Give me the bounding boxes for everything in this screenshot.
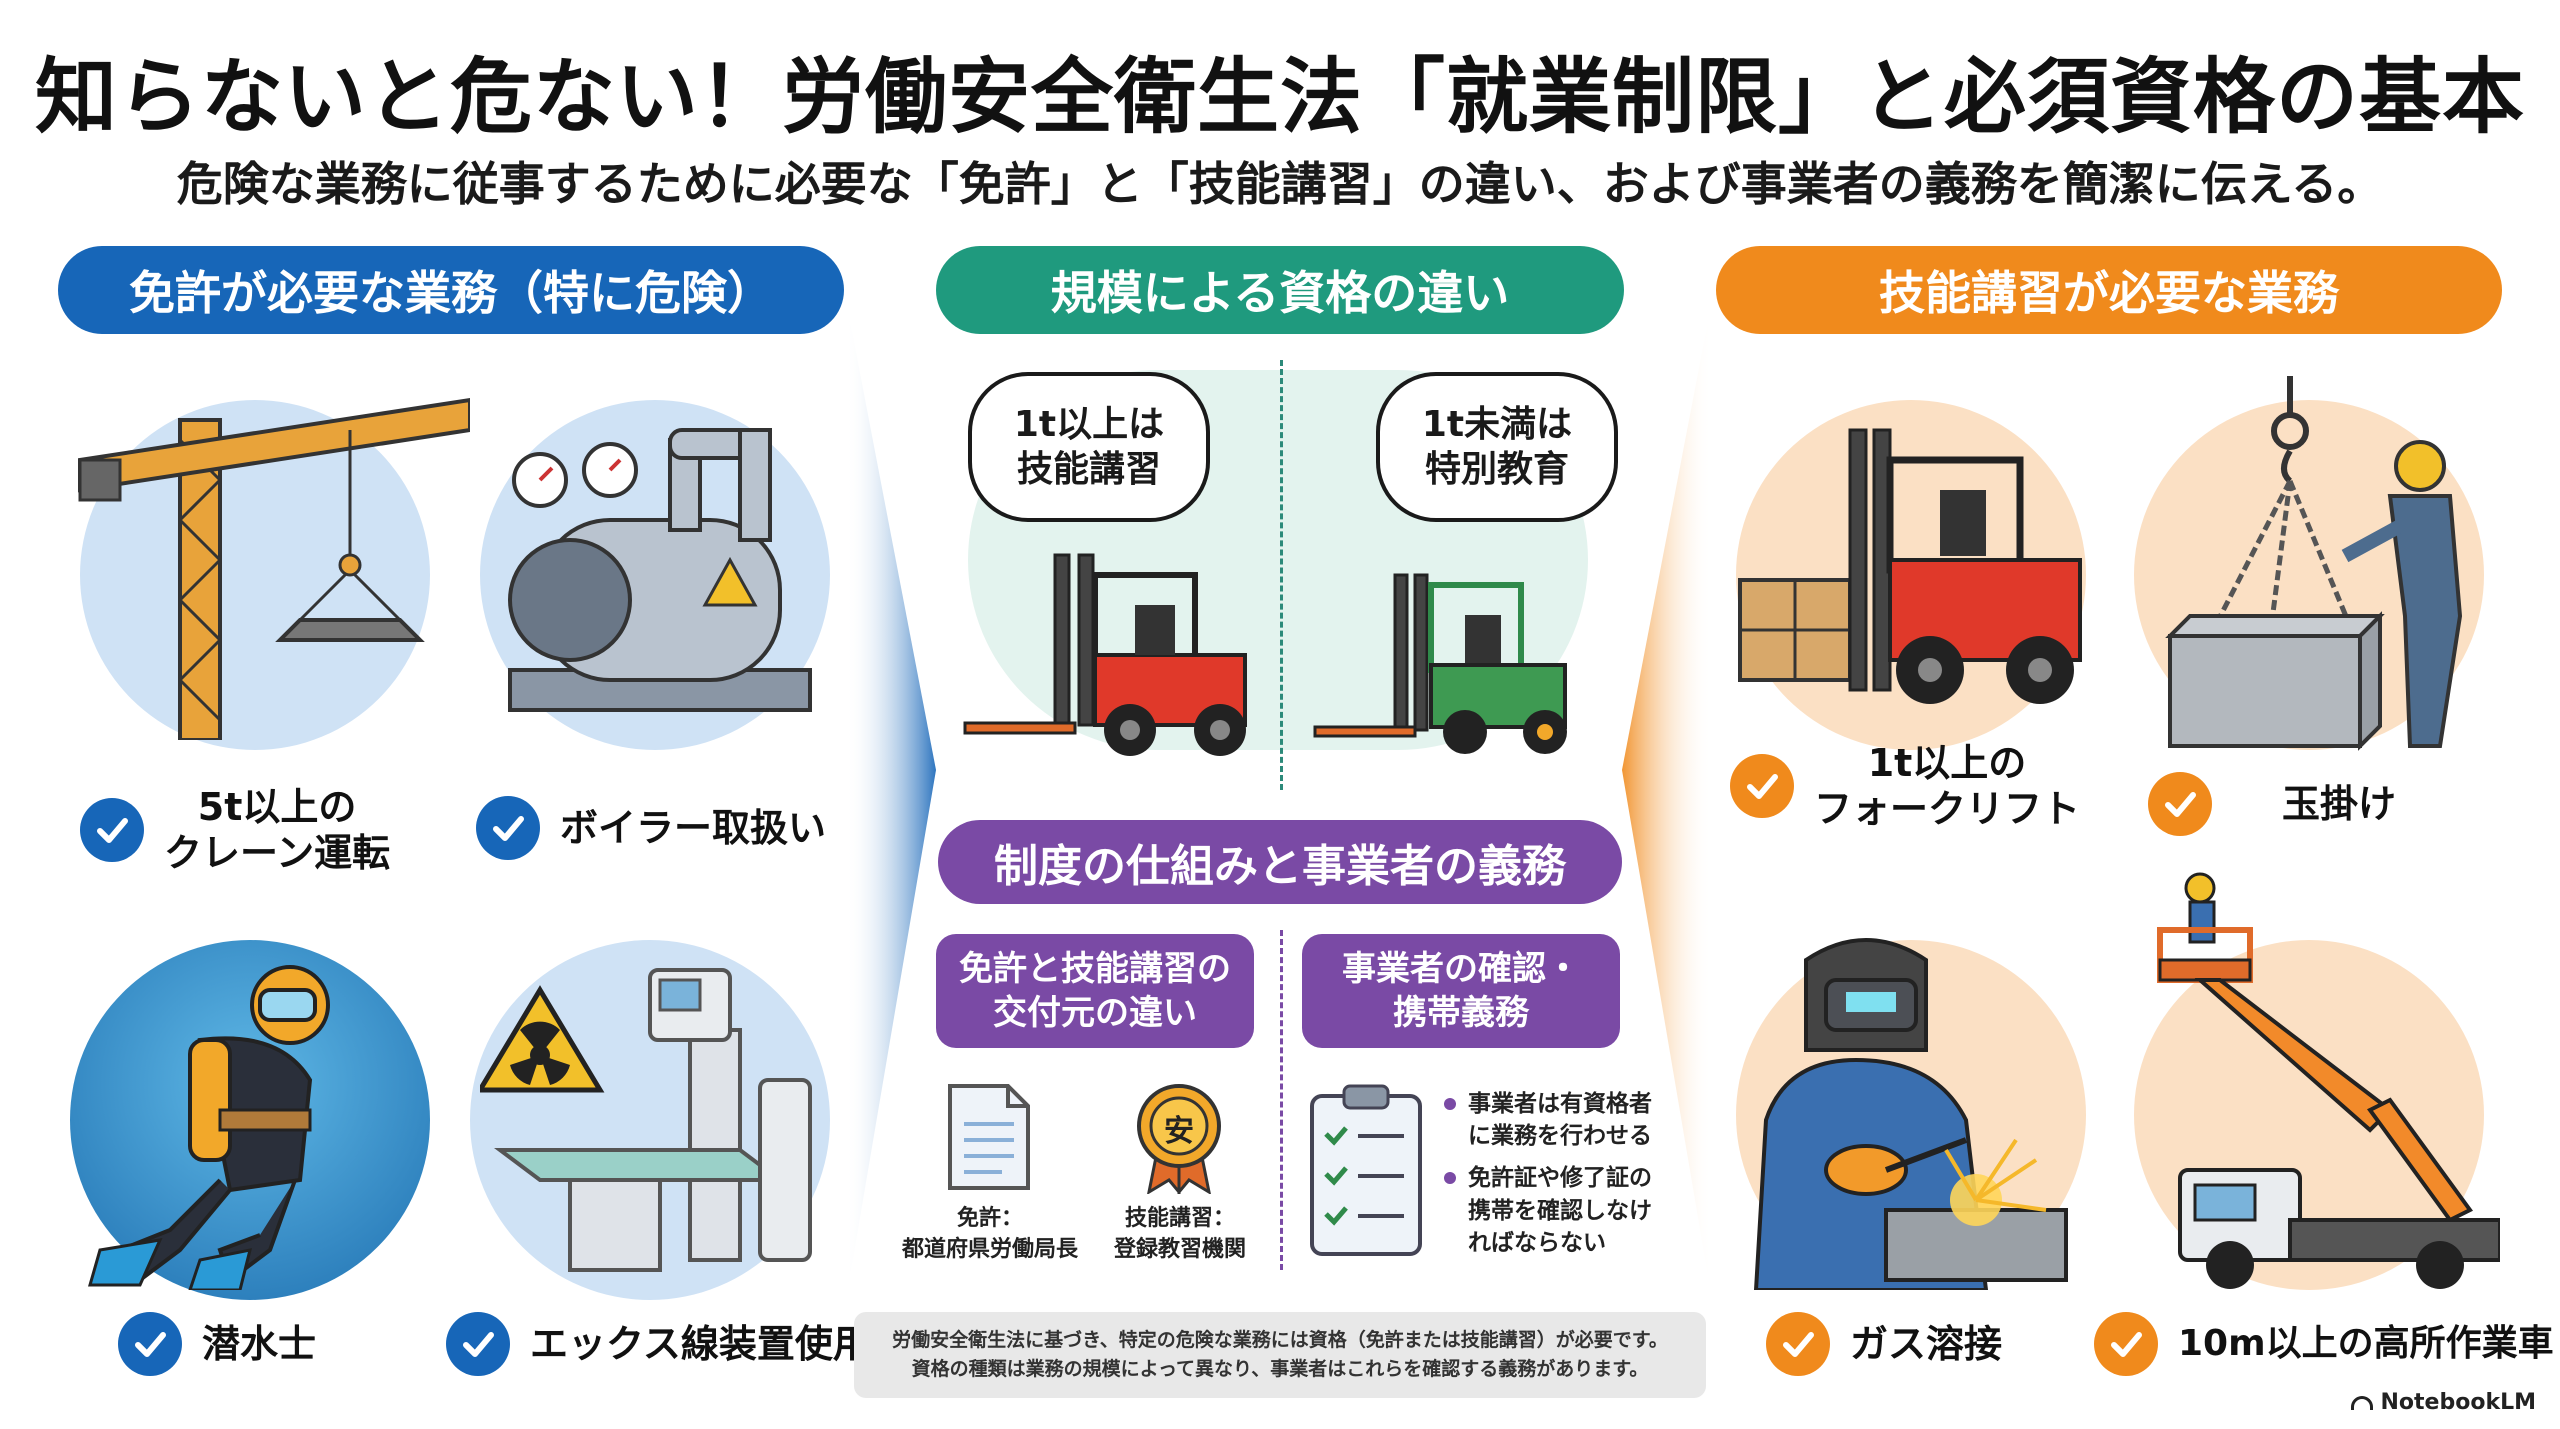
employer-duty-box: 事業者の確認・ 携帯義務 [1302,934,1620,1048]
employer-duty-item: 事業者は有資格者 に業務を行わせる [1444,1088,1684,1152]
page-title: 知らないと危ない！労働安全衛生法「就業制限」と必須資格の基本 [34,50,2525,145]
crane-icon [78,397,470,740]
clipboard-checklist-icon [1310,1084,1422,1256]
skill-item-aerial-platform: 10m以上の高所作業車 [2094,1312,2554,1376]
skill-item-slinging: 玉掛け [2148,772,2396,836]
check-icon [1766,1312,1830,1376]
license-item-diver-label: 潜水士 [202,1321,317,1366]
notebooklm-logo-icon [2350,1395,2373,1410]
forklift-red-icon [963,553,1247,756]
skill-training-section-heading: 技能講習が必要な業務 [1716,246,2502,334]
check-icon [446,1312,510,1376]
right-divider [1622,300,1712,1300]
check-icon [118,1312,182,1376]
skill-issuer-caption: 技能講習： 登録教習機関 [1113,1206,1246,1262]
skill-item-gas-welding: ガス溶接 [1766,1312,2002,1376]
license-item-xray-label: エックス線装置使用 [530,1321,871,1366]
license-section-heading: 免許が必要な業務（特に危険） [58,246,844,334]
license-item-crane: 5t以上の クレーン運転 [80,784,390,877]
forklift-green-icon [1313,573,1567,754]
xray-machine-icon [480,968,812,1272]
skill-item-forklift: 1t以上の フォークリフト [1730,740,2080,833]
issuer-difference-box: 免許と技能講習の 交付元の違い [936,934,1254,1048]
forklift-icon [1738,428,2082,704]
check-icon [80,798,144,863]
aerial-work-platform-icon [2157,872,2500,1289]
certification-seal-icon [1137,1084,1221,1194]
speech-bubble-1t-under: 1t未満は 特別教育 [1376,372,1618,522]
check-icon [2094,1312,2158,1376]
footer-note-line: 資格の種類は業務の規模によって異なり、事業者はこれらを確認する義務があります。 [911,1358,1649,1380]
license-item-boiler-label: ボイラー取扱い [560,805,827,850]
skill-item-gas-welding-label: ガス溶接 [1850,1321,2003,1366]
diver-icon [88,965,330,1290]
system-section-heading: 制度の仕組みと事業者の義務 [938,820,1622,904]
check-icon [476,796,540,860]
document-icon [948,1084,1030,1190]
skill-item-forklift-label: 1t以上の フォークリフト [1814,741,2081,832]
footer-note-line: 労働安全衛生法に基づき、特定の危険な業務には資格（免許または技能講習）が必要です… [892,1328,1668,1351]
check-icon [2148,772,2212,836]
scale-divider [1280,360,1283,790]
check-icon [1730,754,1794,819]
left-divider [846,300,936,1300]
skill-item-aerial-platform-label: 10m以上の高所作業車 [2178,1323,2554,1365]
scale-section-heading: 規模による資格の違い [936,246,1624,334]
employer-duty-list: 事業者は有資格者 に業務を行わせる 免許証や修了証の 携帯を確認しなけ ればなら… [1444,1088,1684,1269]
speech-bubble-1t-over: 1t以上は 技能講習 [968,372,1210,522]
license-item-crane-label: 5t以上の クレーン運転 [164,785,391,876]
license-issuer-caption: 免許： 都道府県労働局長 [901,1206,1078,1262]
page-subtitle: 危険な業務に従事するために必要な「免許」と「技能講習」の違い、および事業者の義務… [176,157,2384,211]
skill-item-slinging-label: 玉掛け [2282,781,2397,826]
license-item-xray: エックス線装置使用 [446,1312,871,1376]
system-divider [1280,930,1283,1270]
slinging-icon [2165,376,2463,751]
employer-duty-item: 免許証や修了証の 携帯を確認しなけ ればならない [1444,1162,1684,1259]
brand-name: NotebookLM [2380,1390,2536,1415]
gas-welding-icon [1753,938,2068,1290]
seal-character: 安 [1164,1114,1194,1149]
brand-watermark: NotebookLM [2350,1390,2536,1415]
license-item-diver: 潜水士 [118,1312,316,1376]
boiler-icon [508,428,812,712]
footer-summary-note: 労働安全衛生法に基づき、特定の危険な業務には資格（免許または技能講習）が必要です… [854,1312,1706,1398]
license-item-boiler: ボイラー取扱い [476,796,826,860]
